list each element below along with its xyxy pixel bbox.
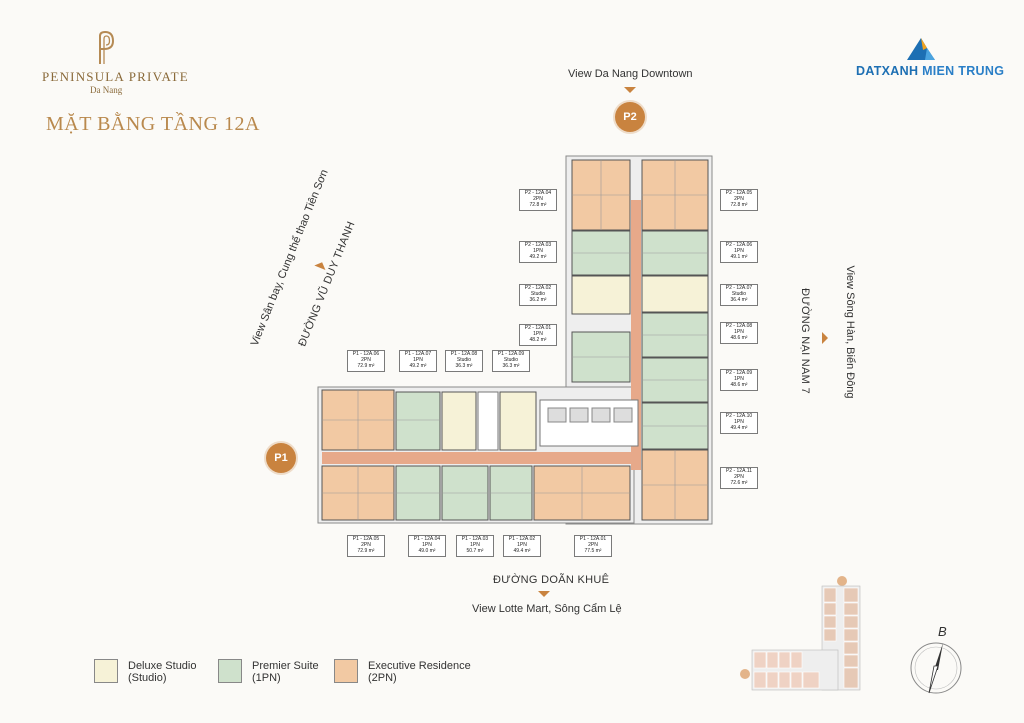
stair-p1 [477, 391, 499, 451]
compass-icon [910, 642, 962, 694]
unit-p1-09 [499, 391, 537, 451]
partner-name-part1: DATXANH [856, 64, 919, 78]
logo-mark-icon [99, 30, 115, 64]
partner-name-part2: MIEN TRUNG [922, 64, 1005, 78]
unit-p1-08 [441, 391, 477, 451]
legend-item-1pn: Premier Suite(1PN) [252, 660, 319, 684]
legend-swatch-1pn [218, 659, 242, 683]
unit-p2-07 [641, 275, 709, 313]
key-plan-minimap [740, 576, 861, 691]
unit-p1-07 [395, 391, 441, 451]
legend-swatch-2pn [334, 659, 358, 683]
corridor-p1 [322, 452, 632, 464]
legend-item-2pn: Executive Residence(2PN) [368, 660, 471, 684]
brand-sub: Da Nang [90, 85, 123, 95]
partner-logo-icon [905, 36, 939, 62]
brand-name: PENINSULA PRIVATE [42, 69, 189, 84]
legend-item-studio: Deluxe Studio(Studio) [128, 660, 197, 684]
brand-logo [93, 30, 119, 66]
corridor-p2 [631, 200, 641, 470]
page-title: MẶT BẰNG TẦNG 12A [46, 113, 260, 135]
badge-p1: P1 [266, 443, 296, 473]
partner-name: DATXANH MIEN TRUNG [856, 64, 1004, 78]
compass-label: B [938, 624, 947, 639]
unit-p2-02 [571, 275, 631, 315]
arrow-right-icon [822, 332, 828, 344]
view-top-label: View Da Nang Downtown [568, 68, 693, 80]
street-bottom-label: ĐƯỜNG DOÃN KHUÊ [493, 574, 610, 586]
arrow-bottom-icon [538, 591, 550, 597]
badge-p2: P2 [615, 102, 645, 132]
legend-swatch-studio [94, 659, 118, 683]
arrow-top-icon [624, 87, 636, 93]
view-bottom-label: View Lotte Mart, Sông Cẩm Lệ [472, 603, 622, 615]
core-lifts [539, 399, 639, 447]
